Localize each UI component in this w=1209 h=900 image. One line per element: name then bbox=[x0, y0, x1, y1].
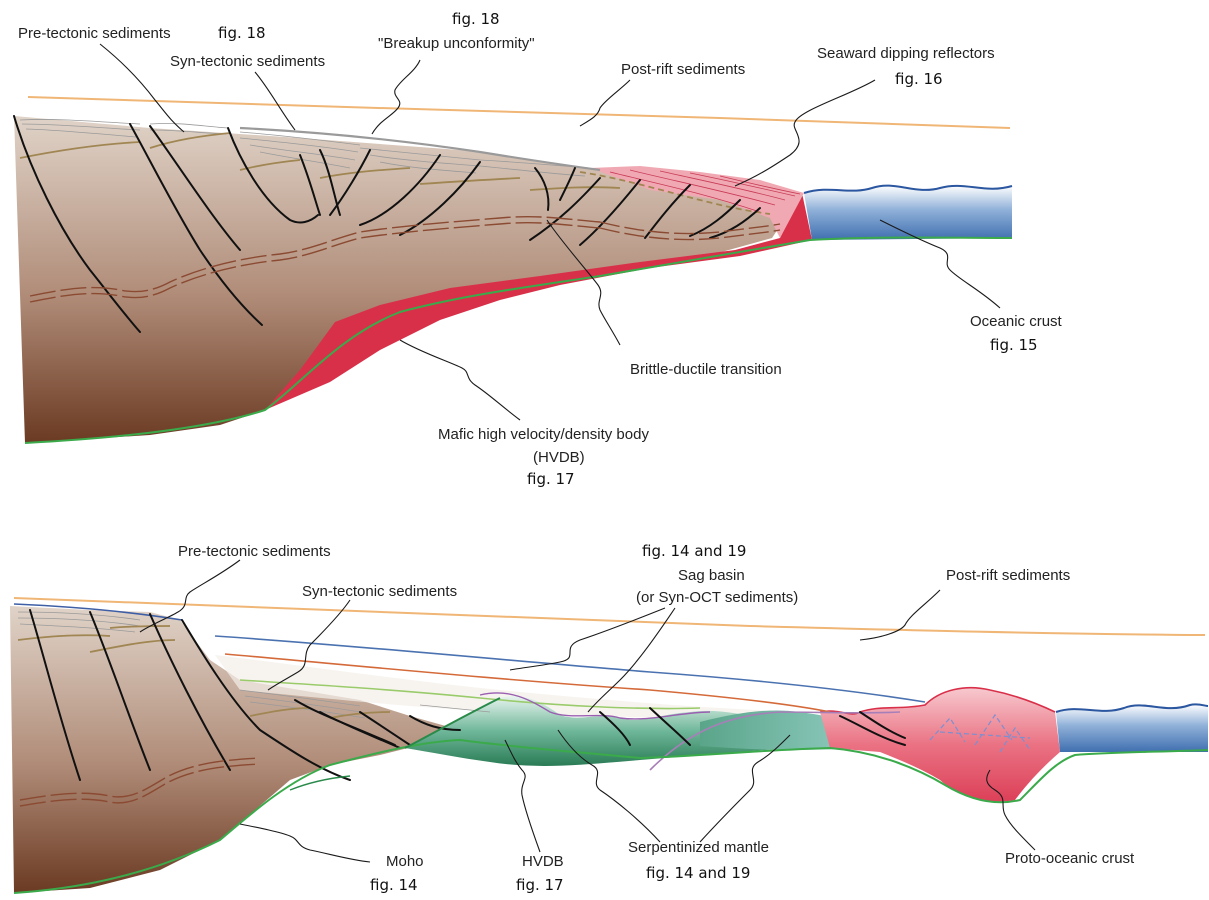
bottom-oceanic-wavy-top bbox=[1055, 703, 1209, 713]
label-sdr-top: Seaward dipping reflectors bbox=[817, 45, 995, 62]
label-serp-bottom: Serpentinized mantle bbox=[628, 839, 769, 856]
bottom-sag-infill bbox=[215, 655, 820, 722]
bottom-pointers bbox=[139, 559, 1036, 863]
top-oceanic-crust bbox=[804, 185, 1012, 240]
top-pre-tectonic-beds bbox=[19, 132, 771, 215]
label-bdt-top: Brittle-ductile transition bbox=[630, 361, 782, 378]
pointer-syn-tectonic-top bbox=[254, 71, 296, 131]
bottom-dark-blue-top bbox=[13, 603, 183, 621]
top-sdr-wedge bbox=[590, 166, 804, 238]
fig-serp-bottom: fig. 14 and 19 bbox=[646, 864, 750, 882]
pointer-serp-1 bbox=[557, 729, 661, 843]
pointer-post-rift-top bbox=[579, 79, 631, 127]
fig-breakup-top: fig. 18 bbox=[452, 10, 500, 28]
bottom-brittle-ductile-transition bbox=[19, 757, 351, 807]
top-pointers bbox=[99, 43, 1001, 421]
label-sag-bottom-1: Sag basin bbox=[678, 567, 745, 584]
label-pre-tectonic-bottom: Pre-tectonic sediments bbox=[178, 543, 331, 560]
top-brittle-ductile-transition bbox=[29, 215, 781, 303]
label-oceanic-top: Oceanic crust bbox=[970, 313, 1063, 330]
fig-sdr-top: fig. 16 bbox=[895, 70, 943, 88]
fig-hvdb-bottom: fig. 17 bbox=[516, 876, 564, 894]
label-hvdb-top-2: (HVDB) bbox=[533, 449, 585, 466]
pointer-sag-1 bbox=[509, 607, 666, 671]
bottom-proto-dikes bbox=[929, 713, 1031, 753]
bottom-hvdb-outline bbox=[404, 697, 501, 749]
bottom-panel: Pre-tectonic sediments Syn-tectonic sedi… bbox=[10, 542, 1209, 894]
top-faults bbox=[13, 115, 761, 333]
fig-pre-tectonic-top: fig. 18 bbox=[218, 24, 266, 42]
bottom-faults bbox=[29, 609, 906, 781]
bottom-proto-oceanic-crust bbox=[820, 687, 1060, 802]
bottom-pre-tectonic-beds bbox=[17, 625, 391, 719]
pointer-oceanic-top bbox=[879, 219, 1001, 309]
bottom-post-rift-line bbox=[13, 597, 1206, 636]
pointer-pre-tectonic-top bbox=[99, 43, 185, 133]
pointer-moho-bottom bbox=[239, 823, 371, 863]
top-moho-line bbox=[24, 236, 1013, 444]
top-panel: Pre-tectonic sediments fig. 18 fig. 18 "… bbox=[13, 10, 1063, 488]
pointer-post-rift-bottom bbox=[859, 589, 941, 641]
label-syn-tectonic-bottom: Syn-tectonic sediments bbox=[302, 583, 457, 600]
label-hvdb-top-1: Mafic high velocity/density body bbox=[438, 426, 649, 443]
label-post-rift-top: Post-rift sediments bbox=[621, 61, 745, 78]
fig-oceanic-top: fig. 15 bbox=[990, 336, 1038, 354]
top-sdr-reflectors bbox=[609, 169, 801, 213]
label-sag-bottom-2: (or Syn-OCT sediments) bbox=[636, 589, 798, 606]
bottom-orange-horizon bbox=[224, 653, 831, 713]
bottom-continental-crust bbox=[10, 606, 460, 893]
label-syn-tectonic-top: Syn-tectonic sediments bbox=[170, 53, 325, 70]
pointer-serp-2 bbox=[699, 734, 791, 843]
label-breakup-top: "Breakup unconformity" bbox=[378, 35, 535, 52]
bottom-purple-horizon bbox=[479, 692, 711, 720]
pointer-syn-tectonic-bottom bbox=[267, 599, 351, 691]
pointer-hvdb-top bbox=[399, 339, 521, 421]
fig-moho-bottom: fig. 14 bbox=[370, 876, 418, 894]
pointer-sag-2 bbox=[587, 607, 676, 713]
top-breakup-unconformity-line bbox=[239, 126, 601, 172]
fig-sag-bottom: fig. 14 and 19 bbox=[642, 542, 746, 560]
pointer-hvdb-bottom bbox=[504, 739, 541, 853]
fig-hvdb-top: fig. 17 bbox=[527, 470, 575, 488]
top-continental-crust bbox=[14, 116, 802, 443]
label-pre-tectonic-top: Pre-tectonic sediments bbox=[18, 25, 171, 42]
pointer-breakup-top bbox=[371, 59, 421, 135]
label-moho-bottom: Moho bbox=[386, 853, 424, 870]
label-proto-bottom: Proto-oceanic crust bbox=[1005, 850, 1135, 867]
bottom-light-green-horizon bbox=[239, 679, 701, 710]
pointer-pre-tectonic-bottom bbox=[139, 559, 241, 633]
pointer-bdt-top bbox=[546, 219, 621, 346]
top-oceanic-wavy-top bbox=[803, 184, 1013, 194]
label-post-rift-bottom: Post-rift sediments bbox=[946, 567, 1070, 584]
bottom-moho-line bbox=[13, 738, 1209, 894]
label-hvdb-bottom: HVDB bbox=[522, 853, 564, 870]
bottom-proto-oceanic-top bbox=[819, 686, 1056, 715]
pointer-sdr-top bbox=[734, 79, 876, 187]
pointer-proto-bottom bbox=[986, 769, 1036, 851]
top-post-rift-line bbox=[27, 96, 1011, 129]
bottom-oceanic-crust bbox=[1056, 704, 1208, 752]
